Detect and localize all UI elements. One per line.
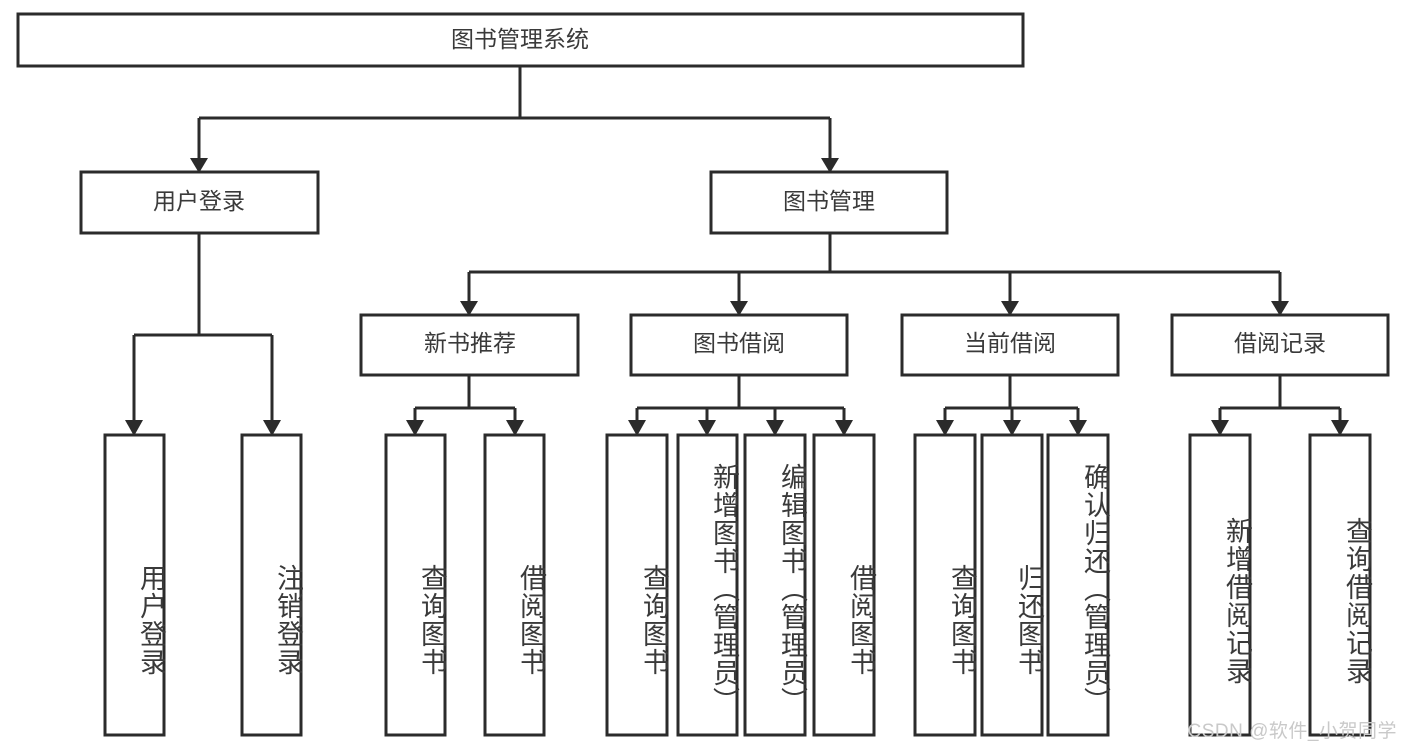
node-label-new-book-recommend: 新书推荐 [424, 330, 516, 356]
arrow-book-mgmt-to-records [1271, 301, 1289, 316]
node-box-current-borrow[interactable] [900, 313, 1120, 377]
node-box-leaf-confirm-return-admin[interactable] [1046, 433, 1110, 737]
node-box-root[interactable] [16, 12, 1025, 68]
node-label-user-login: 用户登录 [153, 188, 245, 214]
arrow-book-mgmt-to-new-book [460, 301, 478, 316]
node-box-leaf-borrow-book-new[interactable] [483, 433, 546, 737]
node-label-book-borrow: 图书借阅 [693, 330, 785, 356]
arrow-borrow-leaf-1 [628, 420, 646, 436]
arrow-borrow-leaf-2 [698, 420, 716, 436]
node-box-user-login[interactable] [79, 170, 320, 235]
watermark: CSDN @软件_小贺同学 [1187, 721, 1397, 742]
node-box-leaf-borrow-book[interactable] [812, 433, 876, 737]
arrow-current-leaf-2 [1003, 420, 1021, 436]
node-box-borrow-records[interactable] [1170, 313, 1390, 377]
node-label-current-borrow: 当前借阅 [964, 330, 1056, 356]
node-box-leaf-logout[interactable] [240, 433, 303, 737]
arrow-borrow-leaf-3 [766, 420, 784, 436]
connector-layer [125, 66, 1349, 436]
node-box-leaf-user-login[interactable] [103, 433, 166, 737]
arrow-user-login-leaf-1 [125, 420, 143, 436]
node-box-leaf-query-book-borrow[interactable] [605, 433, 669, 737]
node-box-leaf-add-borrow-record[interactable] [1188, 433, 1252, 737]
node-layer: 图书管理系统 用户登录 图书管理 新书推荐 图书借阅 当前借阅 借阅记录 [16, 12, 1390, 737]
arrow-root-to-user-login [190, 158, 208, 173]
arrow-current-leaf-1 [936, 420, 954, 436]
arrow-new-book-leaf-1 [406, 420, 424, 436]
node-box-leaf-edit-book-admin[interactable] [743, 433, 807, 737]
node-box-book-borrow[interactable] [629, 313, 849, 377]
arrow-records-leaf-2 [1331, 420, 1349, 436]
arrow-book-mgmt-to-current [1001, 301, 1019, 316]
arrow-records-leaf-1 [1211, 420, 1229, 436]
node-box-book-management[interactable] [709, 170, 949, 235]
node-label-borrow-records: 借阅记录 [1234, 330, 1326, 356]
node-label-book-management: 图书管理 [783, 188, 875, 214]
arrow-borrow-leaf-4 [835, 420, 853, 436]
node-box-leaf-query-borrow-record[interactable] [1308, 433, 1372, 737]
arrow-current-leaf-3 [1069, 420, 1087, 436]
node-box-new-book-recommend[interactable] [359, 313, 580, 377]
arrow-root-to-book-mgmt [821, 158, 839, 173]
node-box-leaf-query-book-current[interactable] [913, 433, 977, 737]
arrow-new-book-leaf-2 [506, 420, 524, 436]
node-box-leaf-return-book[interactable] [980, 433, 1044, 737]
node-box-leaf-add-book-admin[interactable] [676, 433, 739, 737]
arrow-user-login-leaf-2 [263, 420, 281, 436]
node-box-leaf-query-book-new[interactable] [384, 433, 447, 737]
node-label-root: 图书管理系统 [451, 26, 589, 52]
arrow-book-mgmt-to-borrow [730, 301, 748, 316]
